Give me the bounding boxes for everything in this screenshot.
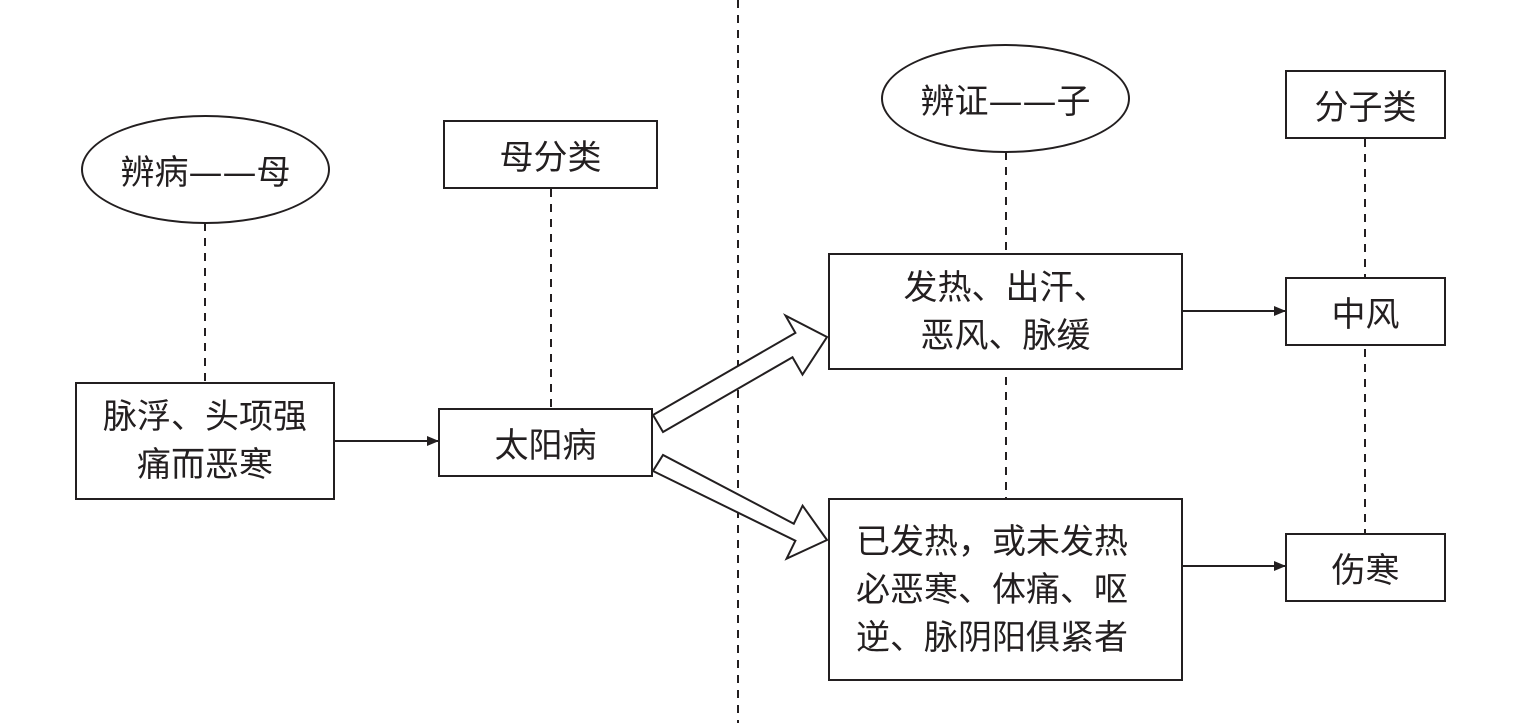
source-line-1: 脉浮、头项强	[103, 397, 307, 437]
syndrome-a-box: 发热、出汗、 恶风、脉缓	[828, 253, 1183, 370]
syndrome-a-line-2: 恶风、脉缓	[920, 315, 1091, 356]
bianbing-oval: 辨病——母	[81, 115, 330, 224]
hollow-arrow-upper	[651, 313, 829, 434]
taiyang-box: 太阳病	[438, 408, 653, 477]
zhongfeng-box: 中风	[1285, 277, 1446, 346]
mufenlei-label: 母分类	[499, 138, 602, 178]
syndrome-b-line-1: 已发热，或未发热	[856, 521, 1128, 562]
source-line-2: 痛而恶寒	[137, 445, 273, 485]
shanghan-label: 伤寒	[1331, 551, 1400, 591]
syndrome-b-line-3: 逆、脉阴阳俱紧者	[856, 617, 1128, 658]
syndrome-b-box: 已发热，或未发热 必恶寒、体痛、呕 逆、脉阴阳俱紧者	[828, 498, 1183, 681]
bianbing-label: 辨病——母	[120, 153, 291, 193]
syndrome-a-line-1: 发热、出汗、	[903, 267, 1108, 308]
taiyang-label: 太阳病	[494, 426, 597, 466]
bianzheng-oval: 辨证——子	[881, 44, 1130, 153]
syndrome-b-line-2: 必恶寒、体痛、呕	[856, 569, 1128, 610]
shanghan-box: 伤寒	[1285, 533, 1446, 602]
source-symptoms-box: 脉浮、头项强 痛而恶寒	[75, 382, 335, 500]
fenzilei-box: 分子类	[1285, 70, 1446, 139]
fenzilei-label: 分子类	[1314, 88, 1417, 128]
hollow-arrow-lower	[651, 453, 829, 561]
mufenlei-box: 母分类	[443, 120, 658, 189]
zhongfeng-label: 中风	[1331, 295, 1400, 335]
bianzheng-label: 辨证——子	[920, 82, 1091, 122]
